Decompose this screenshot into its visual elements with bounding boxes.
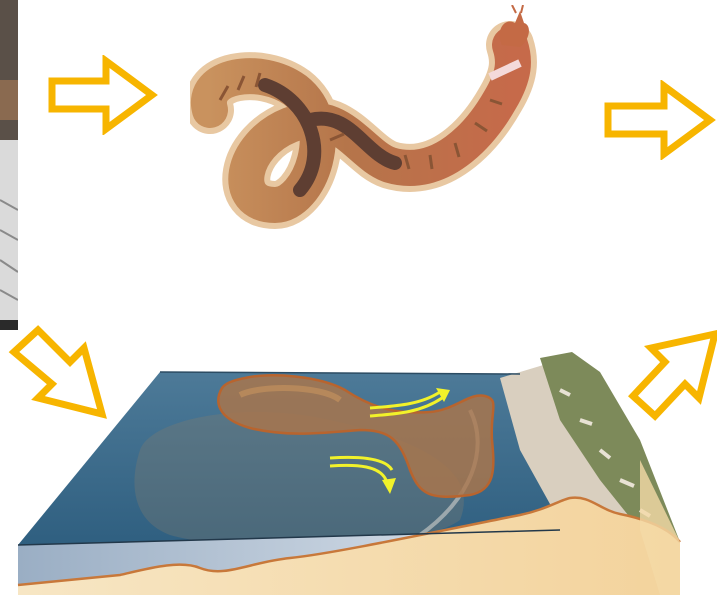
arrow-right-2 xyxy=(604,80,716,160)
coastal-seabed-block-diagram xyxy=(0,330,717,595)
arrow-right-1 xyxy=(48,55,158,135)
worm-illustration xyxy=(190,5,580,230)
partial-photo-left xyxy=(0,0,18,330)
